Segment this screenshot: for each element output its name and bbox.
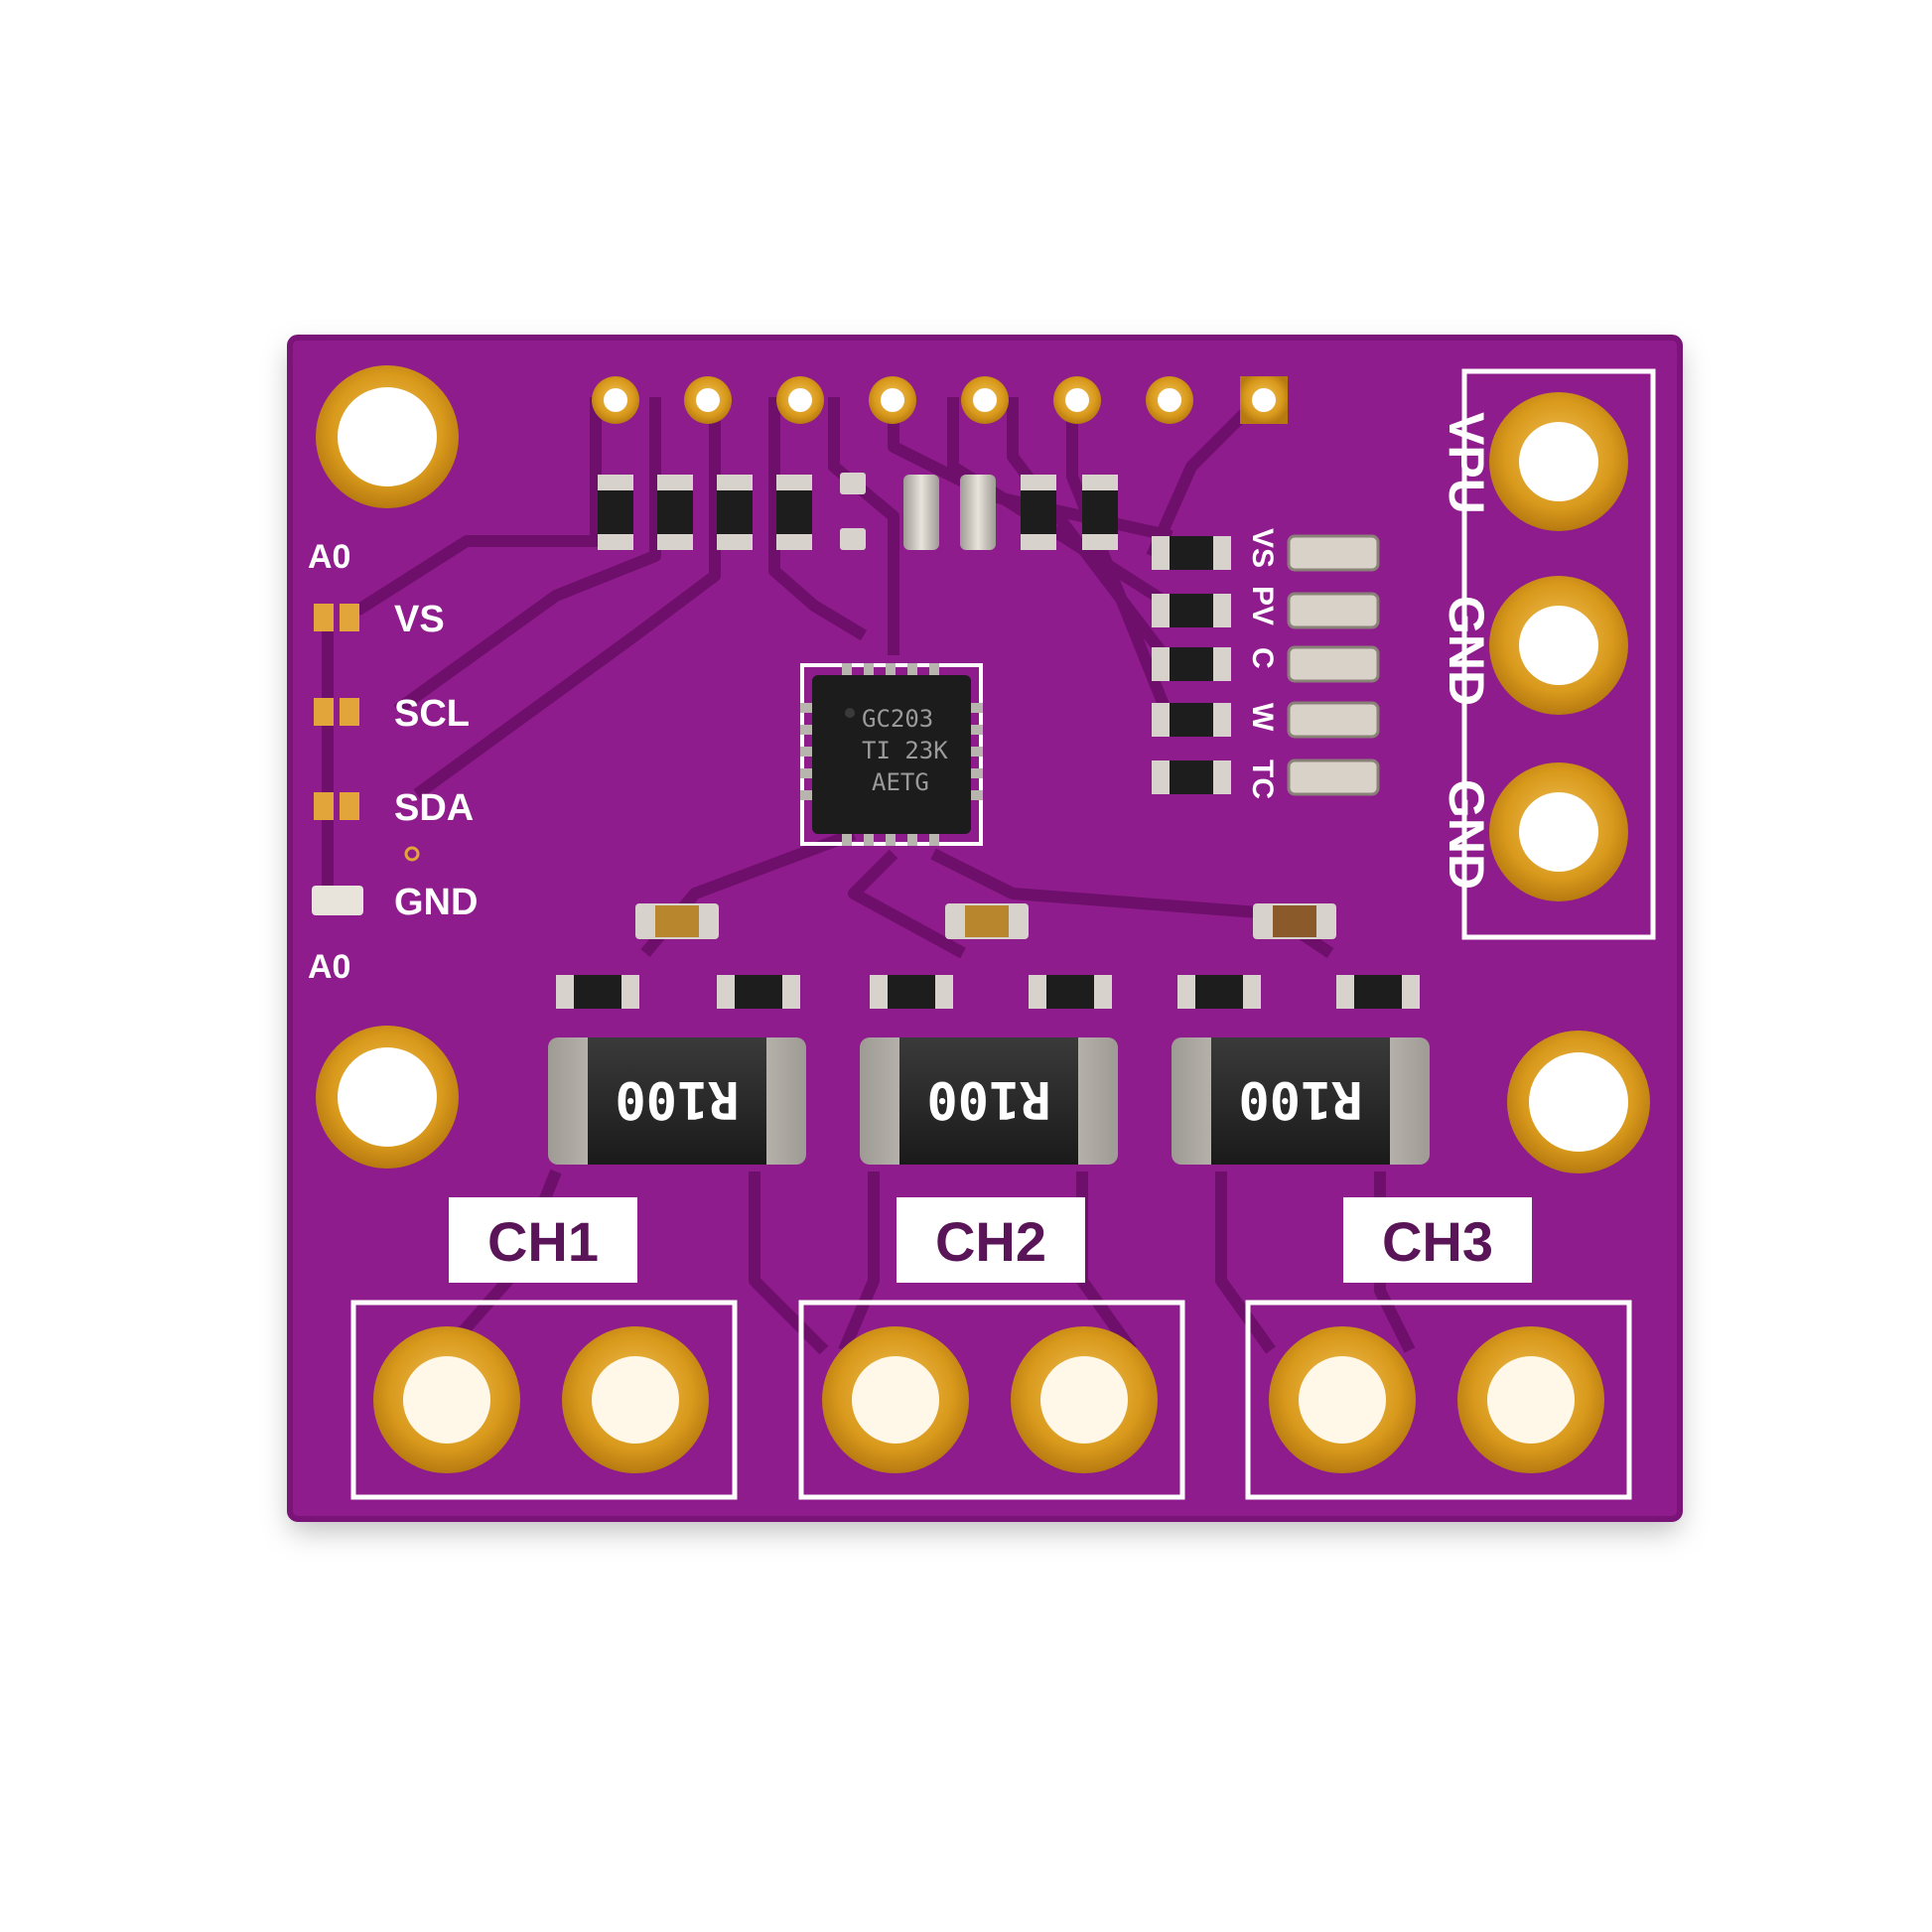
svg-text:CH1: CH1 [487,1210,599,1273]
svg-text:GC203: GC203 [862,705,933,733]
svg-text:AETG: AETG [872,768,929,796]
label-sda: SDA [394,787,474,829]
label-gnd: GND [394,882,478,923]
svg-text:VPU: VPU [1439,412,1494,514]
label-a0-top: A0 [308,538,350,576]
svg-text:PV: PV [1246,586,1279,625]
channel-label-ch1: CH1 [449,1197,637,1283]
power-terminals [1461,368,1656,940]
svg-text:CH2: CH2 [935,1210,1046,1273]
mounting-holes [316,365,1650,1173]
svg-text:C: C [1246,647,1279,669]
right-label-gnd-2: GND [1439,779,1494,890]
svg-text:R100: R100 [926,1069,1050,1129]
svg-text:VS: VS [1246,528,1279,568]
svg-text:TI 23K: TI 23K [862,737,948,764]
shunt-resistor-ch3: R100 [1172,1037,1430,1165]
right-label-gnd-1: GND [1439,596,1494,706]
svg-text:CH3: CH3 [1382,1210,1493,1273]
smd-resistor-row-top [598,473,1118,550]
svg-text:TC: TC [1246,759,1279,799]
svg-text:R100: R100 [1238,1069,1362,1129]
main-ic-chip: GC203 TI 23K AETG [800,663,983,846]
shunt-resistor-ch1: R100 [548,1037,806,1165]
label-scl: SCL [394,693,470,735]
left-io-pads [312,604,420,915]
led-labels: VS PV C W TC [1246,528,1279,799]
svg-text:GND: GND [1439,596,1494,706]
header-pins-top [592,376,1288,424]
label-a0-bottom: A0 [308,948,350,986]
svg-text:W: W [1246,703,1279,732]
label-vs: VS [394,599,445,640]
shunt-resistor-ch2: R100 [860,1037,1118,1165]
right-label-vpu: VPU [1439,412,1494,514]
channel-terminals-ch2 [798,1300,1185,1500]
filter-components [556,903,1420,1009]
channel-terminals-ch1 [350,1300,738,1500]
svg-text:R100: R100 [615,1069,739,1129]
channel-terminals-ch3 [1245,1300,1632,1500]
status-led-array [1152,534,1380,796]
svg-text:GND: GND [1439,779,1494,890]
channel-label-ch2: CH2 [897,1197,1085,1283]
channel-label-ch3: CH3 [1343,1197,1532,1283]
